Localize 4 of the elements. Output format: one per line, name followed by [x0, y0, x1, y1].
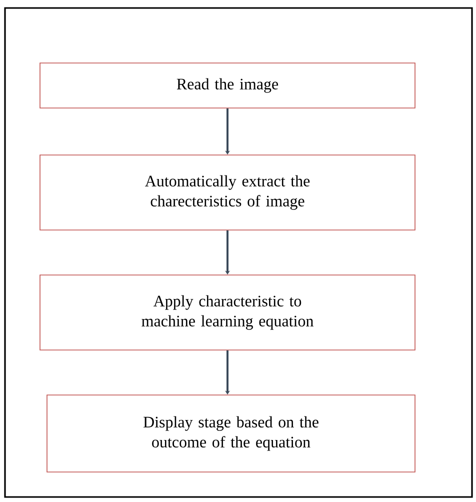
- process-box: Automatically extract the charecteristics of image: [40, 154, 416, 230]
- process-box: Apply characteristic to machine learning equation: [40, 274, 416, 350]
- process-box: Display stage based on the outcome of the equation: [46, 394, 416, 472]
- process-box: Read the image: [40, 62, 416, 108]
